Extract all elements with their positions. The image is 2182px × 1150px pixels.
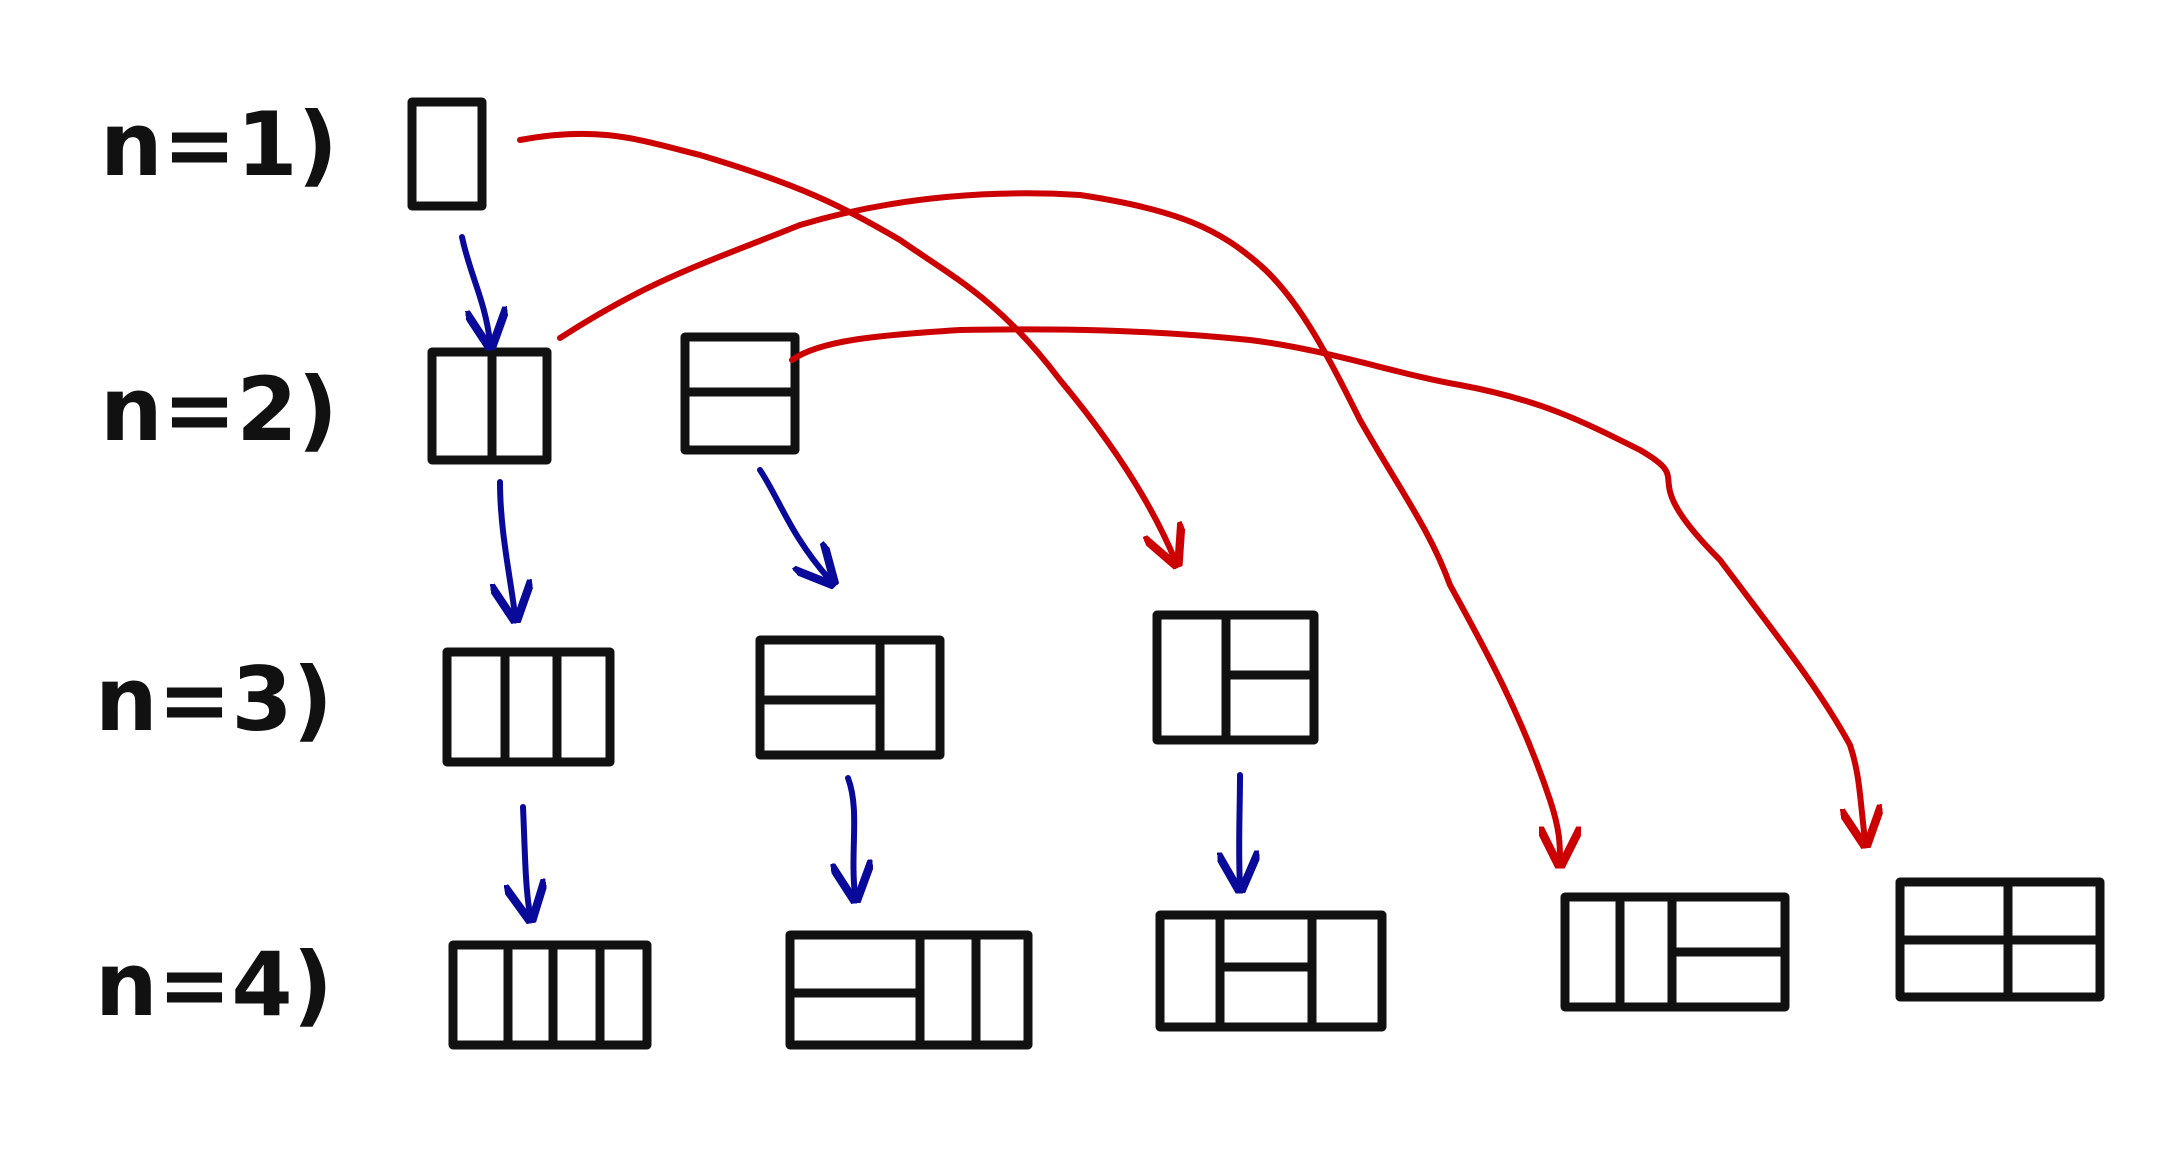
tiling-n4-vertical-vertical-horizontal bbox=[1560, 892, 1790, 1012]
tiling-n4-four-vertical bbox=[448, 940, 652, 1050]
row-label-n4: n=4) bbox=[95, 933, 333, 1036]
row-label-n2: n=2) bbox=[100, 358, 338, 461]
blue-arrow-n2b-to-n3 bbox=[757, 467, 830, 580]
tiling-n4-horizontal-vertical-vertical bbox=[785, 930, 1033, 1050]
red-arrow-n2b-to-n4 bbox=[789, 326, 1865, 840]
blue-arrow-n3b-to-n4 bbox=[848, 775, 855, 895]
blue-arrow-n2a-to-n3 bbox=[500, 479, 515, 615]
tiling-n4-two-horizontal-pairs bbox=[1895, 877, 2105, 1002]
blue-arrow-n3a-to-n4 bbox=[523, 804, 530, 915]
row-label-n1: n=1) bbox=[100, 93, 338, 196]
tiling-n3-three-vertical bbox=[442, 647, 615, 767]
tiling-n2-two-vertical bbox=[427, 347, 552, 465]
tiling-n2-two-horizontal bbox=[680, 332, 800, 455]
blue-arrow-n3c-to-n4 bbox=[1239, 772, 1240, 885]
blue-arrow-n1-to-n2 bbox=[459, 234, 490, 342]
tiling-n3-horizontal-then-vertical bbox=[755, 635, 945, 760]
row-label-n3: n=3) bbox=[95, 648, 333, 751]
tiling-n3-vertical-then-horizontal bbox=[1152, 610, 1319, 745]
tiling-n4-vertical-horizontal-vertical bbox=[1155, 910, 1387, 1032]
red-arrow-n1-to-n3 bbox=[517, 130, 1175, 560]
red-arrow-n2a-to-n4 bbox=[557, 190, 1560, 860]
tiling-n1-vertical bbox=[407, 97, 487, 211]
